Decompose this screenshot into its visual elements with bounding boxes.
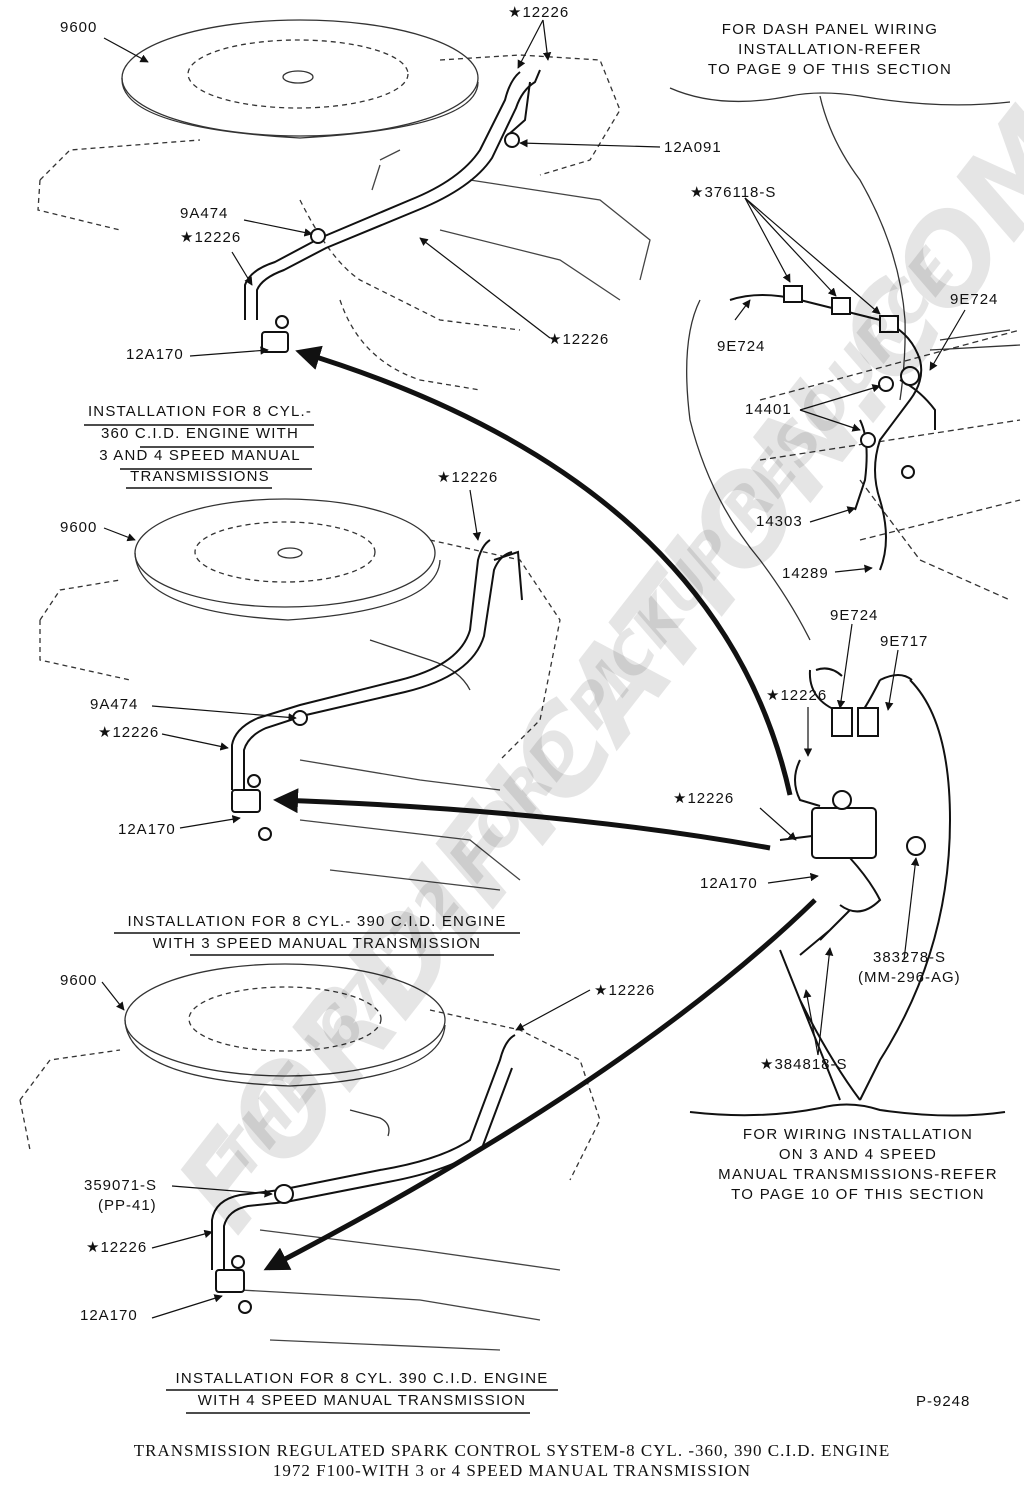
callout-r-383278: 383278-S [873, 949, 947, 966]
callout-top-12a091: 12A091 [664, 139, 722, 156]
caption-rules [84, 424, 558, 1414]
callout-r-384818: ★384818-S [760, 1056, 848, 1073]
vacuum-hoses-top [244, 69, 541, 353]
callout-r-14289: 14289 [782, 565, 829, 582]
pointer-arrows [263, 345, 817, 1271]
callout-r-12a170: 12A170 [700, 875, 758, 892]
title-line-2: 1972 F100-WITH 3 or 4 SPEED MANUAL TRANS… [272, 1461, 752, 1480]
callout-r-376118: ★376118-S [690, 184, 777, 201]
engine-middle [39, 498, 561, 891]
wiring-note-line-4: TO PAGE 10 OF THIS SECTION [731, 1186, 985, 1203]
air-cleaner-middle [134, 498, 436, 608]
caption-bottom-line-2: WITH 4 SPEED MANUAL TRANSMISSION [197, 1392, 527, 1409]
callout-top-9600: 9600 [60, 19, 98, 36]
switch-middle [231, 789, 261, 813]
caption-top-line-3: 3 AND 4 SPEED MANUAL [99, 447, 301, 464]
spark-switch [811, 807, 877, 859]
callout-bot-359071: 359071-S [84, 1177, 158, 1194]
dash-wiring-note: FOR DASH PANEL WIRING INSTALLATION-REFER… [660, 20, 1000, 80]
caption-bottom: INSTALLATION FOR 8 CYL. 390 C.I.D. ENGIN… [150, 1368, 574, 1412]
caption-top-line-2: 360 C.I.D. ENGINE WITH [100, 425, 300, 442]
wiring-install-note: FOR WIRING INSTALLATION ON 3 AND 4 SPEED… [698, 1125, 1018, 1205]
callout-bot-pp41: (PP-41) [98, 1197, 157, 1214]
switch-top [261, 331, 289, 353]
callout-mid-9600: 9600 [60, 519, 98, 536]
dash-note-line-2: INSTALLATION-REFER [738, 41, 922, 58]
caption-top-line-1: INSTALLATION FOR 8 CYL.- [87, 403, 313, 420]
callout-top-12226-c: ★12226 [548, 331, 610, 348]
callout-mid-12a170: 12A170 [118, 821, 176, 838]
wiring-note-line-2: ON 3 AND 4 SPEED [778, 1146, 938, 1163]
callout-bot-12226-a: ★12226 [594, 982, 656, 999]
harness-dash [729, 285, 936, 571]
figure-code: P-9248 [916, 1393, 971, 1410]
callout-bot-9600: 9600 [60, 972, 98, 989]
callout-top-9a474: 9A474 [180, 205, 229, 222]
diagram-title: TRANSMISSION REGULATED SPARK CONTROL SYS… [40, 1441, 984, 1481]
callout-r-12226-b: ★12226 [673, 790, 735, 807]
callout-mid-9a474: 9A474 [90, 696, 139, 713]
callout-r-9e724-a: 9E724 [717, 338, 766, 355]
callout-r-9e724-b: 9E724 [950, 291, 999, 308]
callout-r-12226-a: ★12226 [766, 687, 828, 704]
callout-r-9e717: 9E717 [880, 633, 929, 650]
title-line-1: TRANSMISSION REGULATED SPARK CONTROL SYS… [133, 1441, 891, 1460]
callout-top-12226-a: ★12226 [508, 4, 570, 21]
caption-middle: INSTALLATION FOR 8 CYL.- 390 C.I.D. ENGI… [100, 911, 534, 955]
callout-top-12a170: 12A170 [126, 346, 184, 363]
callout-r-14303: 14303 [756, 513, 803, 530]
dash-note-line-1: FOR DASH PANEL WIRING [721, 21, 939, 38]
switch-bottom [215, 1269, 245, 1293]
caption-middle-line-2: WITH 3 SPEED MANUAL TRANSMISSION [152, 935, 482, 952]
dash-panel-detail [669, 87, 1021, 641]
callout-mid-12226-a: ★12226 [437, 469, 499, 486]
callout-r-mm296: (MM-296-AG) [858, 969, 961, 986]
callout-bot-12a170: 12A170 [80, 1307, 138, 1324]
callout-r-14401: 14401 [745, 401, 792, 418]
dash-note-line-3: TO PAGE 9 OF THIS SECTION [707, 61, 953, 78]
wiring-note-line-3: MANUAL TRANSMISSIONS-REFER [718, 1166, 998, 1183]
callout-mid-12226-b: ★12226 [98, 724, 160, 741]
caption-bottom-line-1: INSTALLATION FOR 8 CYL. 390 C.I.D. ENGIN… [175, 1370, 549, 1387]
engine-bottom [19, 963, 601, 1351]
callout-bot-12226-b: ★12226 [86, 1239, 148, 1256]
caption-middle-line-1: INSTALLATION FOR 8 CYL.- 390 C.I.D. ENGI… [127, 913, 507, 930]
switch-detail [689, 667, 1006, 1117]
air-cleaner-top [121, 19, 479, 137]
callout-r-9e724-c: 9E724 [830, 607, 879, 624]
wiring-note-line-1: FOR WIRING INSTALLATION [742, 1126, 974, 1143]
caption-top-line-4: TRANSMISSIONS [130, 468, 270, 485]
callout-top-12226-b: ★12226 [180, 229, 242, 246]
vacuum-hoses-middle [231, 539, 523, 841]
caption-top: INSTALLATION FOR 8 CYL.- 360 C.I.D. ENGI… [70, 401, 330, 486]
leader-lines [101, 19, 966, 1319]
engine-top [37, 19, 651, 391]
vacuum-hoses-bottom [211, 1034, 516, 1314]
